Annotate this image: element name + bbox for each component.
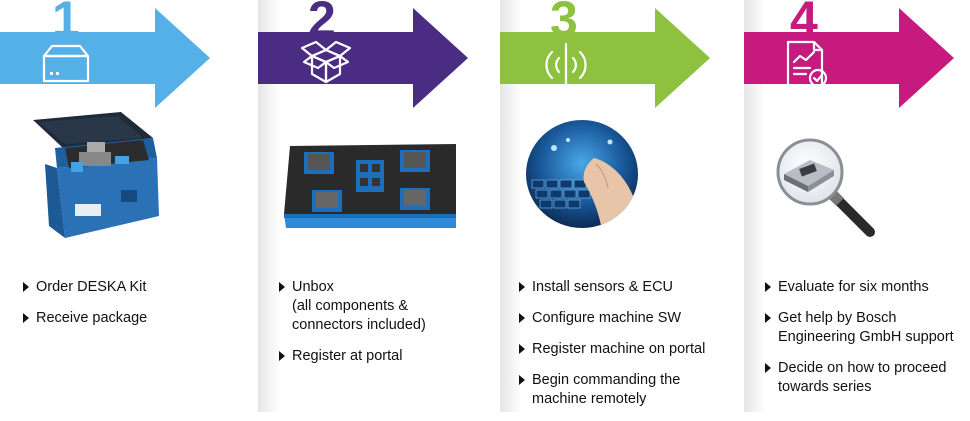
open-box-icon xyxy=(300,40,352,84)
magnifier-ecu-image xyxy=(776,138,875,237)
list-item: Decide on how to proceed towards series xyxy=(764,359,954,397)
toolbox-kit-image xyxy=(33,112,159,238)
report-magnifier-icon xyxy=(786,40,834,94)
list-item: Register at portal xyxy=(278,347,426,366)
step-3-bullets: Install sensors & ECU Configure machine … xyxy=(518,278,705,421)
list-item: Unbox (all components & connectors inclu… xyxy=(278,278,426,335)
column-shadow xyxy=(258,0,280,412)
keyboard-typing-image xyxy=(526,120,638,228)
foam-tray-image xyxy=(284,144,456,228)
step-1: 1 Order DESKA Kit Receive package xyxy=(0,0,245,412)
list-item: Configure machine SW xyxy=(518,309,705,328)
step-arrow xyxy=(0,8,210,108)
package-icon xyxy=(42,44,90,83)
step-3: 3 xyxy=(500,0,745,412)
step-2: 2 Unbox (all components & conne xyxy=(258,0,498,412)
list-item: Get help by Bosch Engineering GmbH suppo… xyxy=(764,309,954,347)
step-arrow xyxy=(500,8,710,108)
step-arrow xyxy=(258,8,468,108)
step-1-bullets: Order DESKA Kit Receive package xyxy=(22,278,147,340)
column-shadow xyxy=(500,0,522,412)
signal-antenna-icon xyxy=(545,42,587,88)
step-4-bullets: Evaluate for six months Get help by Bosc… xyxy=(764,278,954,409)
step-arrow xyxy=(744,8,954,108)
list-item: Begin commanding the machine remotely xyxy=(518,371,705,409)
list-item: Install sensors & ECU xyxy=(518,278,705,297)
list-item: Receive package xyxy=(22,309,147,328)
list-item: Order DESKA Kit xyxy=(22,278,147,297)
step-4: 4 Evaluate for six months xyxy=(744,0,970,412)
step-2-bullets: Unbox (all components & connectors inclu… xyxy=(278,278,426,378)
column-shadow xyxy=(744,0,766,412)
list-item: Evaluate for six months xyxy=(764,278,954,297)
list-item: Register machine on portal xyxy=(518,340,705,359)
